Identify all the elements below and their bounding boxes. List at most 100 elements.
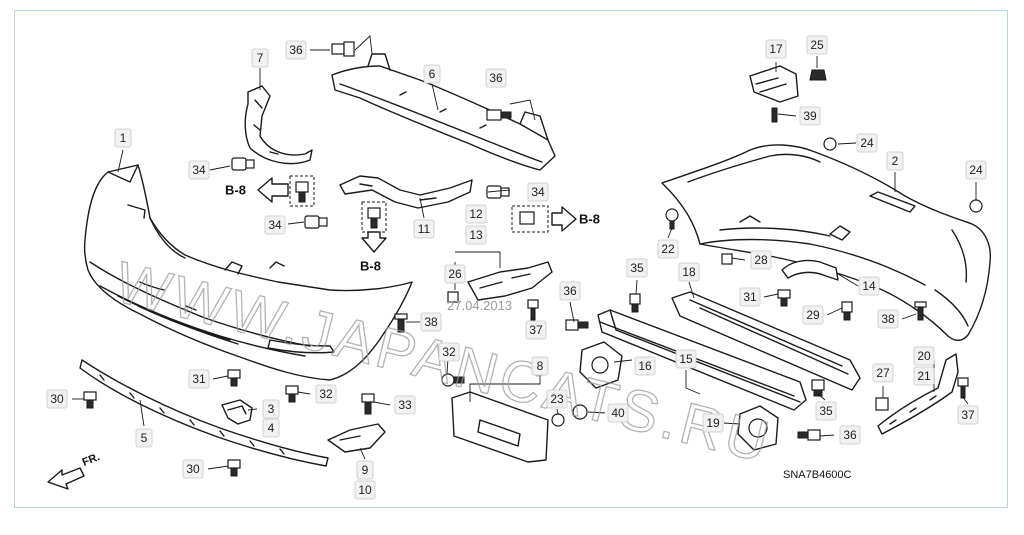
svg-text:35: 35 (819, 404, 833, 418)
callout-35b[interactable]: 35 (815, 401, 837, 421)
ref-arrow-right (551, 206, 577, 232)
ref-arrow-left (257, 177, 289, 203)
svg-text:32: 32 (442, 345, 456, 359)
callout-16[interactable]: 16 (634, 356, 656, 376)
callout-2[interactable]: 2 (886, 151, 904, 171)
callout-33[interactable]: 33 (394, 395, 416, 415)
callout-31a[interactable]: 31 (188, 369, 210, 389)
callout-24a[interactable]: 24 (856, 133, 878, 153)
callout-38a[interactable]: 38 (420, 312, 442, 332)
callout-10[interactable]: 10 (354, 480, 376, 500)
ref-label-b8-bottom[interactable]: B-8 (360, 259, 381, 274)
callout-38b[interactable]: 38 (877, 309, 899, 329)
callout-32b[interactable]: 32 (315, 384, 337, 404)
svg-text:22: 22 (661, 242, 675, 256)
callout-15[interactable]: 15 (675, 349, 697, 369)
svg-text:12: 12 (469, 207, 483, 221)
callout-31b[interactable]: 31 (739, 287, 761, 307)
callout-37a[interactable]: 37 (525, 320, 547, 340)
callout-3[interactable]: 3 (262, 399, 280, 419)
callout-34b[interactable]: 34 (264, 215, 286, 235)
rear-bracket (781, 259, 839, 281)
callout-6[interactable]: 6 (423, 64, 441, 84)
callout-36d[interactable]: 36 (839, 425, 861, 445)
callout-30b[interactable]: 30 (182, 459, 204, 479)
svg-text:28: 28 (754, 253, 768, 267)
callout-7[interactable]: 7 (251, 48, 269, 68)
svg-text:32: 32 (319, 387, 333, 401)
callout-8[interactable]: 8 (531, 356, 549, 376)
callout-20[interactable]: 20 (913, 346, 935, 366)
svg-text:3: 3 (268, 402, 275, 416)
callout-13[interactable]: 13 (465, 225, 487, 245)
svg-text:7: 7 (257, 51, 264, 65)
ref-label-b8-right[interactable]: B-8 (579, 212, 600, 227)
front-lower-spoiler (79, 359, 329, 467)
svg-text:34: 34 (268, 218, 282, 232)
callout-19[interactable]: 19 (702, 413, 724, 433)
svg-text:38: 38 (881, 312, 895, 326)
svg-text:10: 10 (358, 483, 372, 497)
svg-text:24: 24 (969, 163, 983, 177)
callout-9[interactable]: 9 (356, 460, 374, 480)
callout-12[interactable]: 12 (465, 204, 487, 224)
callout-25[interactable]: 25 (806, 35, 828, 55)
svg-text:26: 26 (448, 267, 462, 281)
callout-32a[interactable]: 32 (438, 342, 460, 362)
svg-text:16: 16 (638, 359, 652, 373)
svg-text:36: 36 (843, 428, 857, 442)
callout-36a[interactable]: 36 (285, 40, 307, 60)
front-side-bracket (244, 85, 313, 165)
front-direction-arrow-icon (47, 467, 85, 490)
svg-text:11: 11 (418, 222, 431, 236)
callout-27[interactable]: 27 (872, 363, 894, 383)
ref-label-b8-left[interactable]: B-8 (225, 183, 246, 198)
callout-26[interactable]: 26 (444, 264, 466, 284)
callout-24b[interactable]: 24 (965, 160, 987, 180)
callout-28[interactable]: 28 (750, 250, 772, 270)
svg-text:6: 6 (429, 67, 436, 81)
bracket-17 (749, 65, 799, 103)
callout-4[interactable]: 4 (262, 418, 280, 438)
callout-30a[interactable]: 30 (46, 389, 68, 409)
svg-text:34: 34 (192, 163, 206, 177)
grommet-16 (579, 341, 623, 389)
callout-22[interactable]: 22 (657, 239, 679, 259)
svg-text:2: 2 (892, 154, 899, 168)
svg-text:5: 5 (141, 431, 148, 445)
callout-36b[interactable]: 36 (485, 68, 507, 88)
callout-11[interactable]: 11 (413, 219, 435, 239)
callout-5[interactable]: 5 (135, 428, 153, 448)
front-upper-absorber (331, 53, 556, 171)
rear-bumper (661, 144, 992, 342)
callout-39[interactable]: 39 (799, 106, 821, 126)
svg-text:25: 25 (810, 38, 824, 52)
callout-40[interactable]: 40 (607, 403, 629, 423)
callout-21[interactable]: 21 (913, 366, 935, 386)
callout-23[interactable]: 23 (546, 389, 568, 409)
svg-text:13: 13 (469, 228, 483, 242)
callout-36c[interactable]: 36 (559, 281, 581, 301)
callout-34a[interactable]: 34 (188, 160, 210, 180)
callout-29[interactable]: 29 (802, 305, 824, 325)
ref-arrow-down (361, 231, 387, 253)
callout-34c[interactable]: 34 (527, 182, 549, 202)
hardware (83, 41, 983, 477)
svg-text:14: 14 (862, 279, 876, 293)
svg-text:15: 15 (679, 352, 693, 366)
svg-text:31: 31 (743, 290, 757, 304)
svg-text:8: 8 (537, 359, 544, 373)
callout-18[interactable]: 18 (678, 262, 700, 282)
svg-text:21: 21 (917, 369, 931, 383)
svg-text:30: 30 (50, 392, 64, 406)
callout-37b[interactable]: 37 (957, 405, 979, 425)
callout-17[interactable]: 17 (765, 39, 787, 59)
svg-text:31: 31 (192, 372, 206, 386)
svg-text:38: 38 (424, 315, 438, 329)
callout-35a[interactable]: 35 (626, 258, 648, 278)
callout-14[interactable]: 14 (858, 276, 880, 296)
callout-1[interactable]: 1 (114, 128, 132, 148)
svg-text:4: 4 (268, 421, 275, 435)
svg-text:33: 33 (398, 398, 412, 412)
